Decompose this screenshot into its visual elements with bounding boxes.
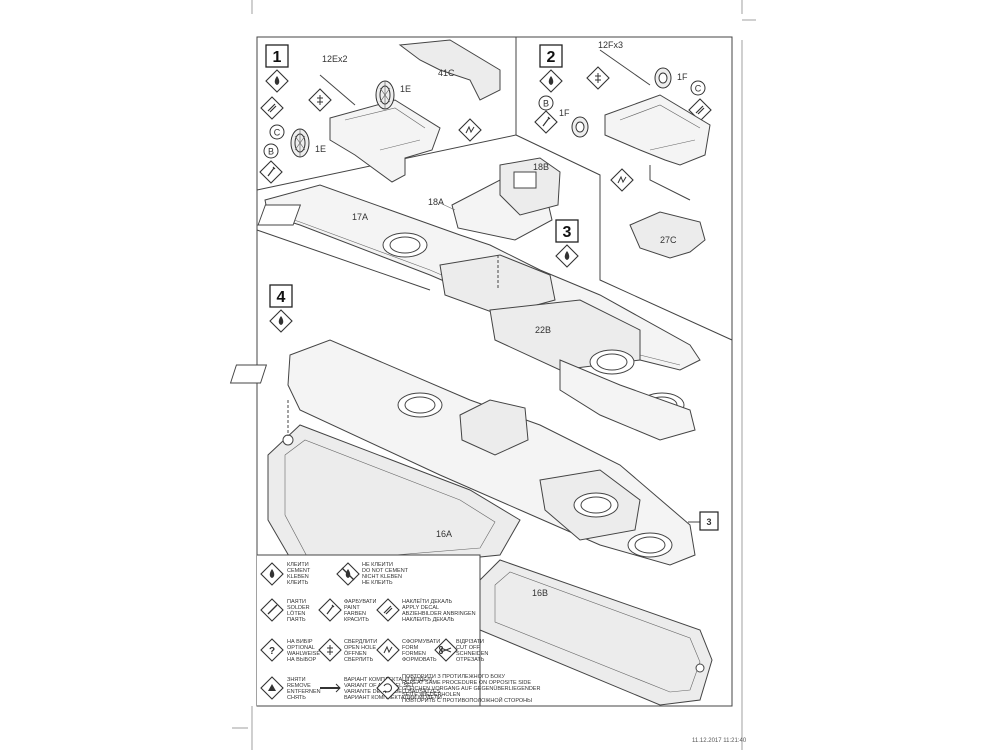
callout-b: B (538, 95, 554, 111)
wheel-1f-lower (571, 116, 589, 138)
step-4: 4 3 16A 16B (229, 284, 719, 706)
optional-icon: ? (260, 638, 284, 662)
callout-b: B (263, 143, 279, 159)
drill-icon (308, 88, 332, 112)
step-number: 1 (273, 49, 282, 66)
repeat-icon (376, 676, 400, 700)
cement-icon (265, 69, 289, 93)
part-label-22b: 22B (535, 325, 551, 335)
step-number: 2 (547, 49, 556, 66)
part-label-12f: 12Fx3 (598, 40, 623, 50)
print-timestamp: 11.12.2017 11:21:40 (692, 738, 747, 744)
step-number: 3 (563, 224, 572, 241)
variant-icon (320, 683, 341, 693)
svg-text:C: C (274, 128, 281, 138)
step-1: 1 C B 12Ex2 1E (259, 39, 501, 184)
form-icon (458, 118, 482, 142)
part-label-18b: 18B (533, 162, 549, 172)
svg-text:?: ? (269, 646, 275, 657)
cut-icon (434, 638, 458, 662)
drill-icon (586, 66, 610, 90)
part-label-18a: 18A (428, 197, 444, 207)
cement-icon (539, 69, 563, 93)
step-2: 2 B C 12Fx3 1F (534, 40, 712, 259)
cement-icon (555, 244, 579, 268)
part-label-1f: 1F (677, 72, 688, 82)
step-ref-3: 3 (706, 517, 711, 527)
svg-text:C: C (695, 84, 702, 94)
callout-c: C (690, 80, 706, 96)
part-label-1f: 1F (559, 108, 570, 118)
no-cement-icon (336, 562, 360, 586)
paint-icon (259, 160, 283, 184)
decal-icon (688, 98, 712, 122)
cement-icon (269, 309, 293, 333)
wheel-1e-lower (290, 128, 310, 158)
crop-marks (232, 0, 756, 750)
paint-icon (318, 598, 342, 622)
callout-c: C (269, 124, 285, 140)
part-label-12e: 12Ex2 (322, 54, 348, 64)
remove-icon (260, 676, 284, 700)
part-label-16a: 16A (436, 529, 452, 539)
solder-icon (260, 598, 284, 622)
part-label-16b: 16B (532, 588, 548, 598)
form-icon (610, 168, 634, 192)
decal-icon (260, 96, 284, 120)
part-label-1e: 1E (315, 144, 326, 154)
cement-icon (260, 562, 284, 586)
svg-text:B: B (268, 147, 274, 157)
part-label-1e: 1E (400, 84, 411, 94)
drill-icon (318, 638, 342, 662)
wheel-1e-upper (375, 80, 395, 110)
wheel-1f-upper (654, 67, 672, 89)
part-label-17a: 17A (352, 212, 368, 222)
step-3: 3 18B 18A 17A 22B (257, 157, 701, 441)
step-number: 4 (277, 289, 286, 306)
part-label-27c: 27C (660, 235, 677, 245)
form-icon (376, 638, 400, 662)
paint-icon (534, 110, 558, 134)
svg-text:B: B (543, 99, 549, 109)
decal-icon (376, 598, 400, 622)
part-label-41c: 41C (438, 68, 455, 78)
